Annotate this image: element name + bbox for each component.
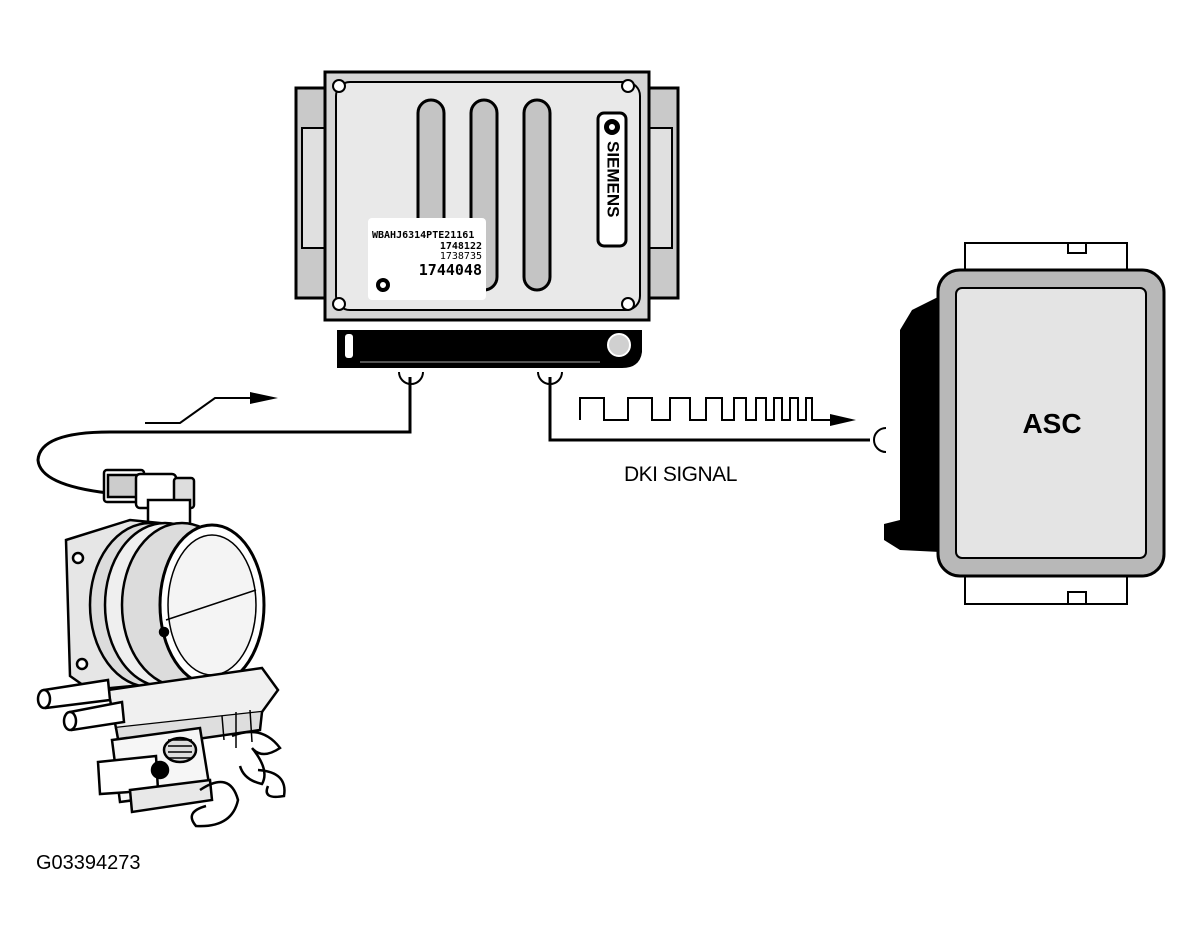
tps-wire (36, 377, 412, 495)
ecu-module: SIEMENS WBAHJ6314PTE21161 1748122 173873… (294, 70, 680, 385)
asc-pin-dki (873, 427, 887, 453)
figure-id: G03394273 (36, 852, 141, 874)
wiring (36, 377, 870, 495)
throttle-position-sensor (102, 468, 196, 530)
ecu-part-label: WBAHJ6314PTE21161 1748122 1738735 174404… (368, 218, 486, 300)
dki-wire (548, 377, 870, 442)
ecu-label-part-2: 1738735 (440, 251, 482, 262)
throttle-body (36, 468, 286, 828)
siemens-brand-text: SIEMENS (604, 141, 623, 218)
tps-signal-arrow (145, 392, 278, 424)
throttle-linkage (96, 709, 286, 828)
dki-signal-label: DKI SIGNAL (624, 463, 737, 486)
ecu-label-part-3: 1744048 (419, 261, 482, 279)
asc-label: ASC (1022, 408, 1081, 439)
siemens-logo: SIEMENS (596, 111, 628, 248)
ecu-connector (337, 330, 642, 368)
coolant-nipples (36, 678, 126, 732)
asc-connector-side (884, 296, 940, 552)
ecu-label-vin: WBAHJ6314PTE21161 (372, 230, 474, 241)
ecu-screws (332, 79, 635, 311)
ecu-label-part-1: 1748122 (440, 241, 482, 252)
asc-module: ASC (873, 242, 1166, 605)
asc-housing (955, 287, 1147, 559)
dki-signal-waveform (579, 397, 856, 426)
